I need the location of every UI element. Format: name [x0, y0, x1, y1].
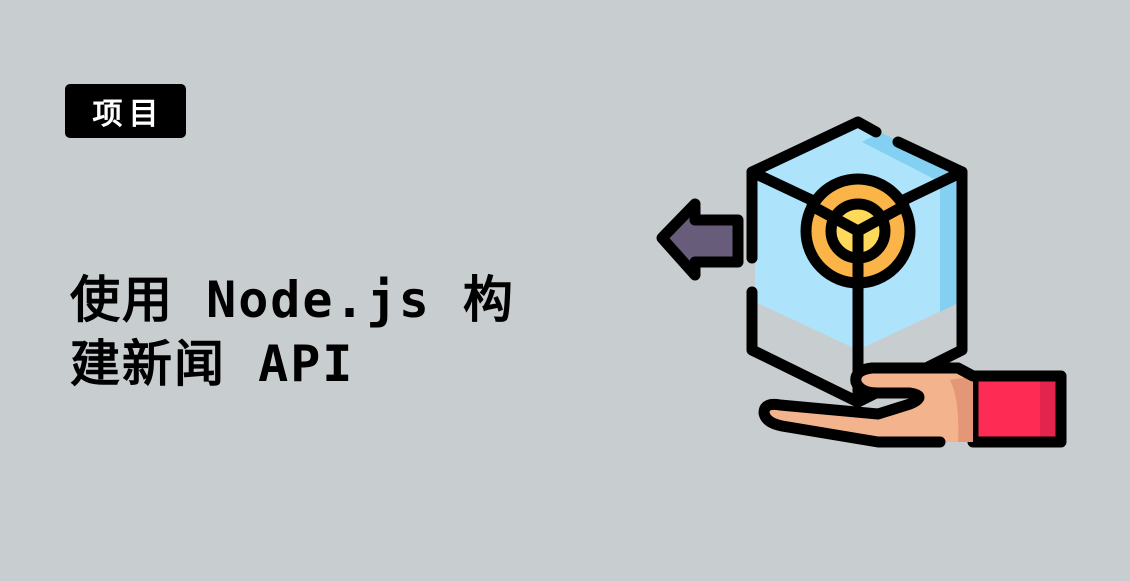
hand-holding-cube-api-icon [656, 116, 1067, 448]
title-line-1: 使用 Node.js 构 [70, 271, 515, 329]
category-badge-label: 项目 [92, 97, 165, 132]
arrow-left-icon [656, 198, 744, 281]
cube-icon [746, 116, 968, 408]
hand-holding-cube-illustration [640, 110, 1080, 460]
hand-icon [758, 362, 1067, 448]
category-badge: 项目 [65, 84, 186, 138]
page-title: 使用 Node.js 构 建新闻 API [70, 268, 590, 396]
title-line-2: 建新闻 API [70, 335, 355, 393]
